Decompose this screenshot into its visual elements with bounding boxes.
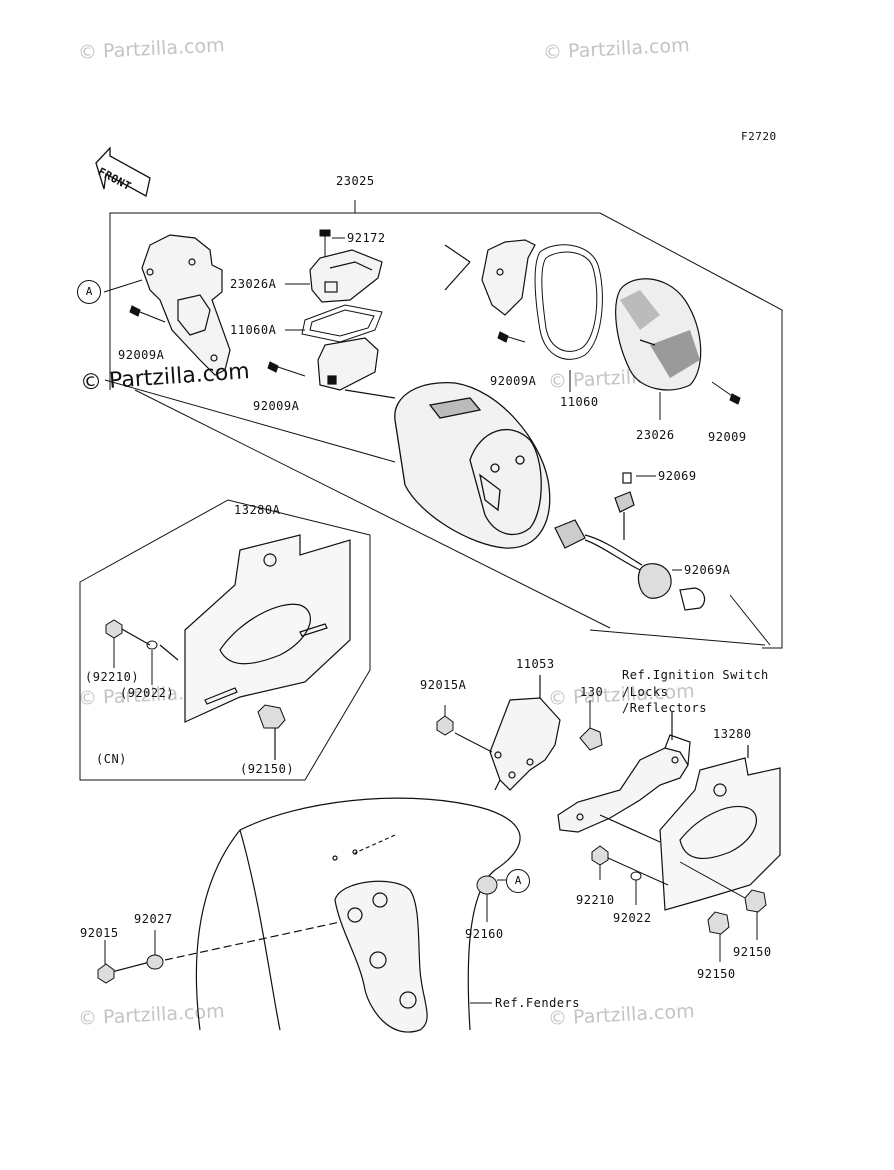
washer-92022 bbox=[630, 871, 642, 905]
tail-light-housing bbox=[394, 381, 551, 549]
label-92027: 92027 bbox=[134, 912, 173, 926]
label-13280A: 13280A bbox=[234, 503, 281, 517]
label-92009A-left: 92009A bbox=[118, 348, 165, 362]
cn-license-plate bbox=[119, 534, 351, 760]
reflector-bracket bbox=[444, 239, 536, 316]
label-cn: (CN) bbox=[96, 752, 127, 766]
bolt-92150-upper bbox=[679, 861, 767, 940]
collar-92027 bbox=[146, 930, 164, 970]
tail-light-lens bbox=[615, 278, 702, 391]
bolt-130 bbox=[579, 700, 603, 751]
label-92150-upper: 92150 bbox=[733, 945, 772, 959]
nut-92210 bbox=[591, 845, 669, 886]
label-11053: 11053 bbox=[516, 657, 555, 671]
label-92210-cn: (92210) bbox=[85, 670, 140, 684]
license-bracket-11053 bbox=[489, 675, 561, 791]
label-92172: 92172 bbox=[347, 231, 386, 245]
label-11060A: 11060A bbox=[230, 323, 277, 337]
license-light-cover bbox=[309, 249, 383, 303]
screw-92009A-mid bbox=[267, 361, 306, 377]
gasket-11060 bbox=[534, 244, 603, 360]
screw-92009A-left bbox=[129, 305, 166, 323]
gasket-11060A bbox=[301, 304, 383, 343]
label-92022: 92022 bbox=[613, 911, 652, 925]
cn-washer-92022 bbox=[146, 640, 158, 685]
figure-code: F2720 bbox=[741, 130, 777, 143]
nut-92015A bbox=[436, 705, 493, 753]
cn-nut-92210 bbox=[105, 619, 123, 668]
label-ref-fenders: Ref.Fenders bbox=[495, 996, 580, 1010]
label-92009: 92009 bbox=[708, 430, 747, 444]
tail-light-bracket bbox=[141, 234, 231, 376]
reflector-mount-bracket bbox=[557, 712, 691, 833]
label-11060: 11060 bbox=[560, 395, 599, 409]
label-23026A: 23026A bbox=[230, 277, 277, 291]
cn-bolt-92150 bbox=[257, 704, 286, 729]
nut-92015 bbox=[97, 940, 115, 984]
callout-a-lower: A bbox=[506, 869, 530, 893]
label-23026: 23026 bbox=[636, 428, 675, 442]
label-92009A-right: 92009A bbox=[490, 374, 537, 388]
bolt-92150-lower bbox=[707, 911, 730, 962]
license-plate-13280 bbox=[599, 745, 781, 911]
label-23025: 23025 bbox=[336, 174, 375, 188]
label-92150-lower: 92150 bbox=[697, 967, 736, 981]
label-92069: 92069 bbox=[658, 469, 697, 483]
label-13280: 13280 bbox=[713, 727, 752, 741]
label-ref-ignition-2: /Locks bbox=[622, 685, 669, 699]
label-92210: 92210 bbox=[576, 893, 615, 907]
bulb-socket-and-wire bbox=[554, 472, 706, 611]
label-92015A: 92015A bbox=[420, 678, 467, 692]
license-light-base bbox=[317, 337, 396, 399]
callout-a-upper: A bbox=[77, 280, 101, 304]
tail-light-kit-frame bbox=[109, 212, 783, 649]
rear-fender bbox=[99, 797, 521, 1033]
screw-92009 bbox=[711, 381, 741, 405]
cn-license-plate-box bbox=[79, 499, 371, 781]
label-92069A: 92069A bbox=[684, 563, 731, 577]
label-92015: 92015 bbox=[80, 926, 119, 940]
label-130: 130 bbox=[580, 685, 604, 699]
label-92160: 92160 bbox=[465, 927, 504, 941]
front-arrow-icon bbox=[95, 146, 151, 197]
label-ref-ignition-3: /Reflectors bbox=[622, 701, 707, 715]
label-92022-cn: (92022) bbox=[120, 686, 175, 700]
label-ref-ignition-1: Ref.Ignition Switch bbox=[622, 668, 769, 682]
label-92009A-mid: 92009A bbox=[253, 399, 300, 413]
screw-92009A-right bbox=[497, 331, 526, 343]
grommet-92160 bbox=[476, 875, 510, 922]
label-92150-cn: (92150) bbox=[240, 762, 295, 776]
